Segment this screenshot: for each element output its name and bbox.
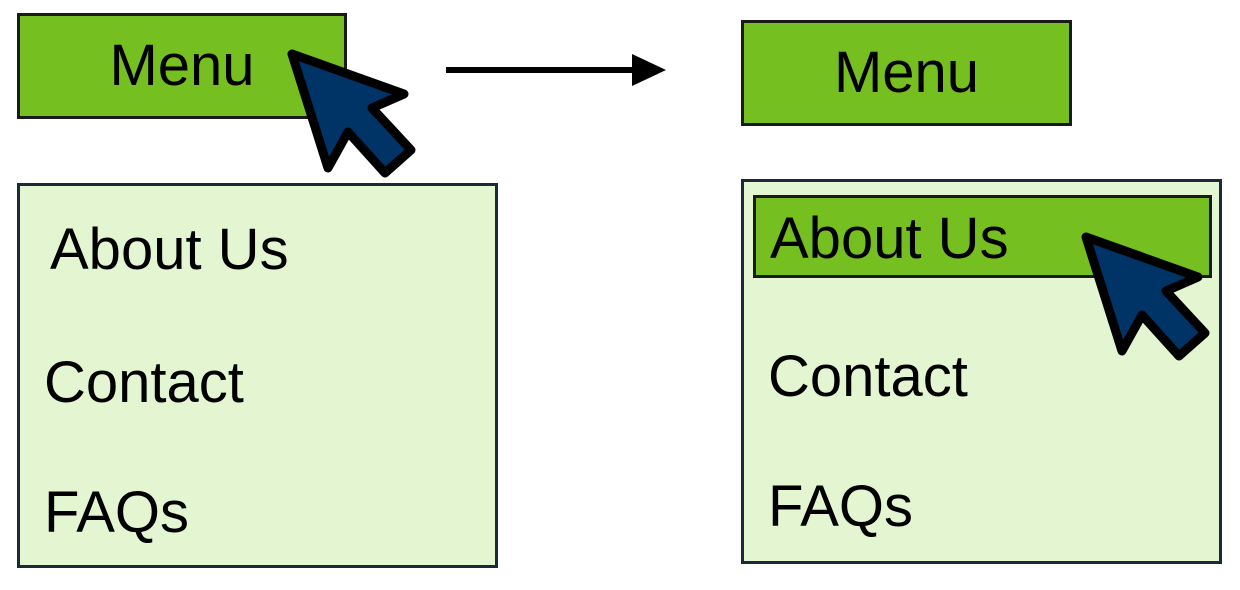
mouse-pointer-icon [1081, 232, 1210, 361]
dropdown-item-about-us[interactable]: About Us [50, 217, 289, 282]
dropdown-item-contact[interactable]: Contact [768, 344, 968, 409]
mouse-pointer-icon [287, 49, 416, 178]
after-state-panel: Menu About Us Contact FAQs [620, 0, 1240, 590]
right-arrow-icon [446, 54, 666, 86]
menu-button-label: Menu [833, 40, 980, 105]
dropdown-item-faqs[interactable]: FAQs [768, 474, 914, 539]
dropdown-menu: About Us Contact FAQs [741, 179, 1222, 564]
before-state-panel: Menu About Us Contact FAQs [17, 13, 498, 568]
menu-button-label: Menu [109, 33, 255, 98]
dropdown-item-about-us[interactable]: About Us [770, 206, 1009, 271]
dropdown-item-contact[interactable]: Contact [44, 350, 244, 415]
menu-button[interactable]: Menu [741, 20, 1072, 126]
dropdown-item-faqs[interactable]: FAQs [44, 480, 190, 545]
dropdown-menu: About Us Contact FAQs [17, 183, 498, 568]
